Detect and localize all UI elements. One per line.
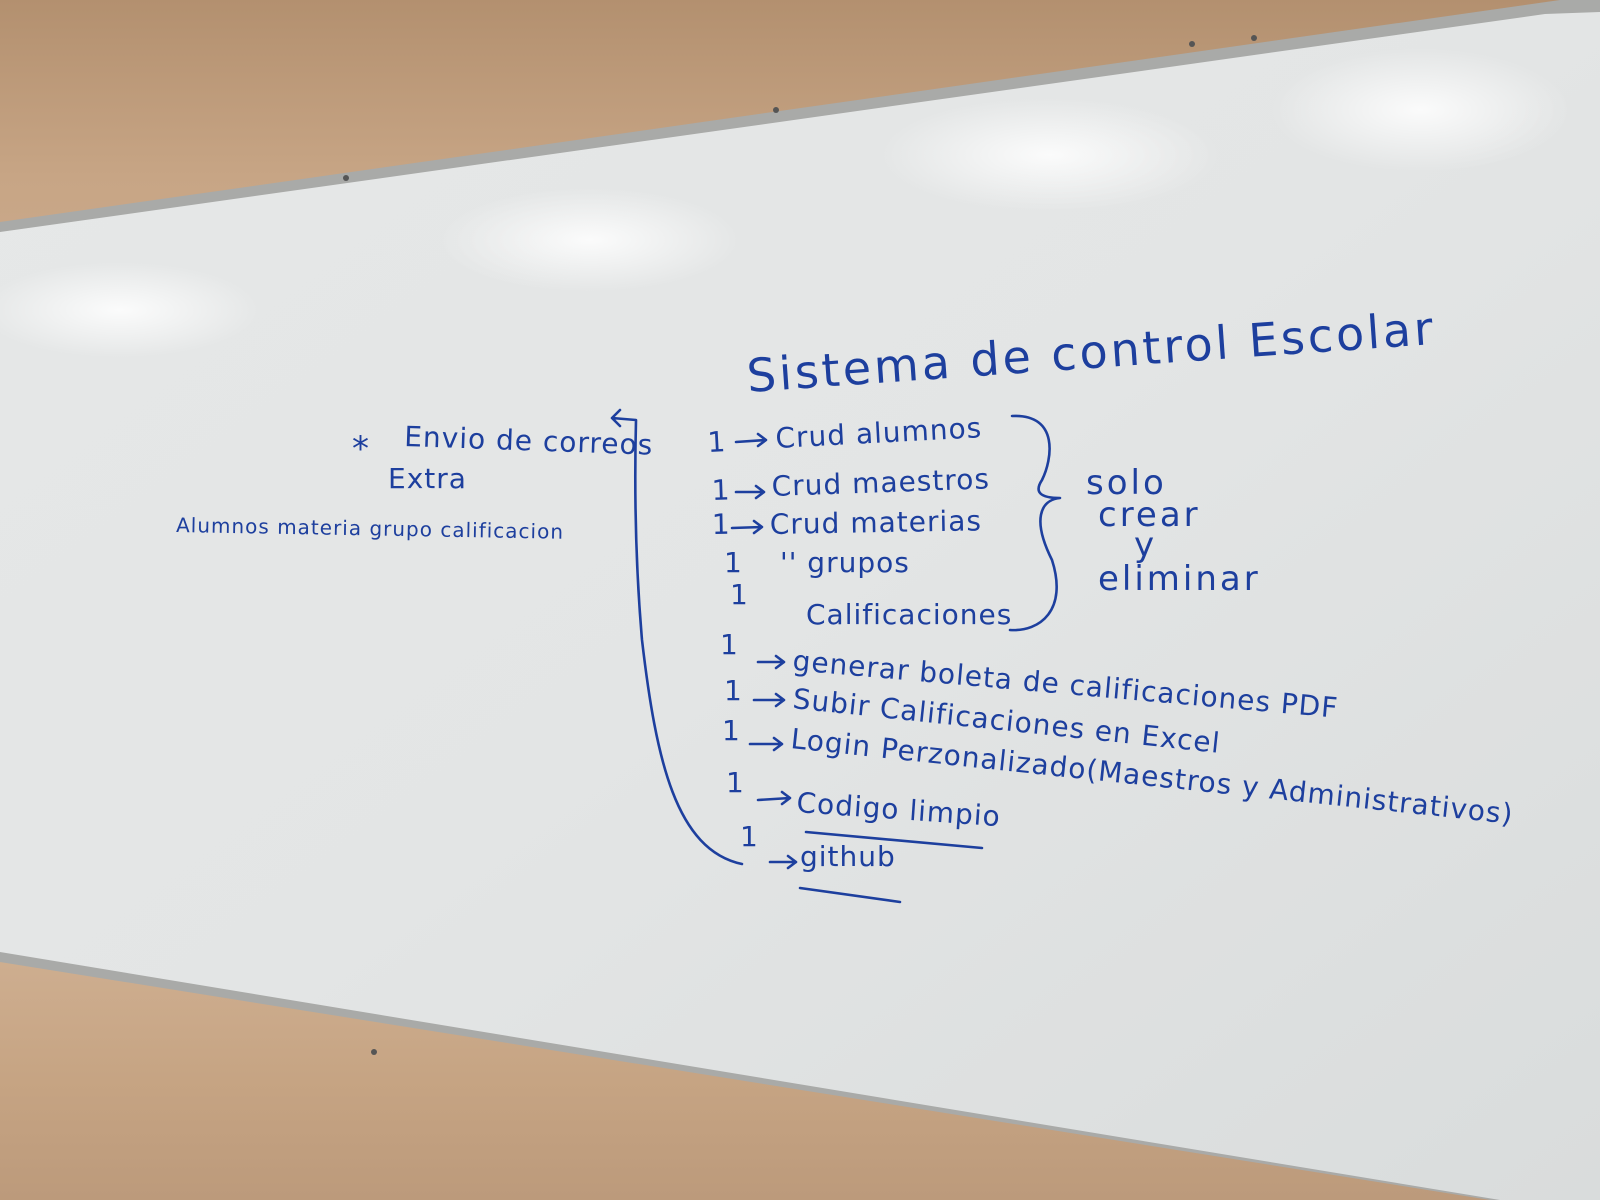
frame-screw xyxy=(343,175,349,181)
extra-marker: * xyxy=(352,429,372,469)
light-glare xyxy=(880,97,1220,213)
item-number: 1 xyxy=(724,546,743,579)
arrow-icon xyxy=(756,790,792,806)
item-number: 1 xyxy=(726,766,745,799)
item-number: 1 xyxy=(720,628,739,661)
item-number: 1 xyxy=(712,508,731,541)
note-line: crear xyxy=(1098,495,1201,535)
item-text: github xyxy=(800,840,896,873)
item-text: Calificaciones xyxy=(806,598,1012,631)
item-number: 1 xyxy=(730,578,749,611)
item-number: 1 xyxy=(707,425,728,459)
item-number: 1 xyxy=(711,473,731,507)
arrow-icon xyxy=(768,854,798,870)
item-number: 1 xyxy=(724,674,743,707)
item-number: 1 xyxy=(740,820,759,853)
frame-screw xyxy=(371,1049,377,1055)
arrow-marks xyxy=(730,432,798,870)
frame-screw xyxy=(1251,35,1257,41)
whiteboard-surface xyxy=(0,12,1600,1200)
light-glare xyxy=(440,188,740,292)
arrow-icon xyxy=(752,692,786,708)
extra-label: Extra xyxy=(388,462,467,495)
arrow-icon xyxy=(756,654,786,670)
item-text: '' grupos xyxy=(780,546,910,579)
note-line: y xyxy=(1134,525,1157,565)
frame-screw xyxy=(773,107,779,113)
light-glare xyxy=(1270,48,1570,172)
arrow-icon xyxy=(734,484,766,500)
arrow-icon xyxy=(734,432,768,448)
light-glare xyxy=(0,262,260,358)
frame-screw xyxy=(1189,41,1195,47)
note-line: solo xyxy=(1086,463,1167,503)
item-number: 1 xyxy=(722,714,741,747)
arrow-icon xyxy=(748,736,784,752)
item-text: Crud materias xyxy=(770,504,983,541)
underline-mark xyxy=(804,830,984,850)
connector-line xyxy=(610,408,744,866)
underline-mark xyxy=(798,886,902,904)
arrow-icon xyxy=(730,519,764,535)
curly-brace xyxy=(1008,414,1062,632)
note-line: eliminar xyxy=(1098,559,1261,599)
item-text: Crud maestros xyxy=(771,462,990,503)
